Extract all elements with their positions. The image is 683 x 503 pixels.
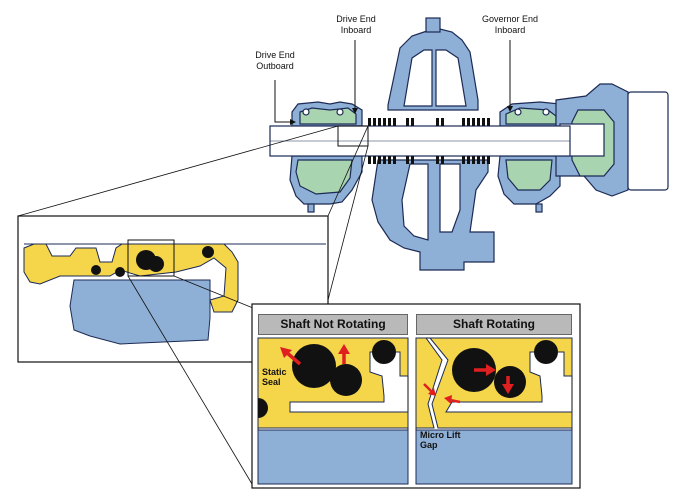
zoom-inset-1-seal-yellow <box>23 243 239 313</box>
label-micro-lift-gap: Micro Lift Gap <box>420 430 461 450</box>
panel-right-ring-top <box>534 340 558 364</box>
label-governor-end-inboard: Governor End Inboard <box>481 14 539 35</box>
zoom-inset-1-ring-3 <box>202 246 214 258</box>
zoom-inset-1-shaft <box>69 279 211 345</box>
label-static-seal: Static Seal <box>262 367 287 387</box>
label-arrows <box>274 40 513 125</box>
panel-left-shaft <box>257 429 409 485</box>
panel-left-ring-edge <box>258 398 268 418</box>
arrow-left-diag <box>284 350 302 366</box>
foot-1 <box>307 203 315 213</box>
bolt-1 <box>302 108 310 116</box>
zoom-inset-1-ring-4 <box>115 267 125 277</box>
zoom-inset-1-ring-5 <box>91 265 101 275</box>
casing-bottom <box>371 159 495 271</box>
magnify-box-small <box>337 125 369 147</box>
foot-2 <box>535 203 543 213</box>
panel-right-shaft <box>415 429 573 485</box>
arrow-gap-2 <box>449 398 461 404</box>
bolt-3 <box>514 108 522 116</box>
label-drive-end-inboard: Drive End Inboard <box>336 14 376 35</box>
panel-right-ring-small <box>494 366 526 398</box>
bolt-4 <box>542 108 550 116</box>
bolt-2 <box>336 108 344 116</box>
casing-top-inner <box>403 49 467 107</box>
governor-cover <box>627 91 669 191</box>
panel-right-seal-left <box>415 337 443 429</box>
panel-left-ring-top <box>372 340 396 364</box>
casing-neck <box>425 17 441 33</box>
turbine-cross-section <box>269 17 669 271</box>
casing-bottom-inner <box>401 163 461 241</box>
panel-not-rotating <box>257 337 409 485</box>
label-drive-end-outboard: Drive End Outboard <box>255 50 295 71</box>
magnify-box-medium <box>127 239 175 277</box>
panel-title-not-rotating: Shaft Not Rotating <box>258 314 408 335</box>
zoom-inset-1-ring-2 <box>148 256 164 272</box>
panel-left-ring-small <box>330 364 362 396</box>
panel-left-ring-large <box>292 344 336 388</box>
governor-end-green-bottom <box>505 159 553 191</box>
governor-end-seal-teeth <box>436 118 490 164</box>
arrow-gap-1 <box>423 383 433 393</box>
panel-rotating <box>415 337 573 485</box>
panel-title-rotating: Shaft Rotating <box>416 314 572 335</box>
drive-end-seal-teeth <box>368 118 414 164</box>
arrow-drive-end-outboard <box>274 80 290 123</box>
